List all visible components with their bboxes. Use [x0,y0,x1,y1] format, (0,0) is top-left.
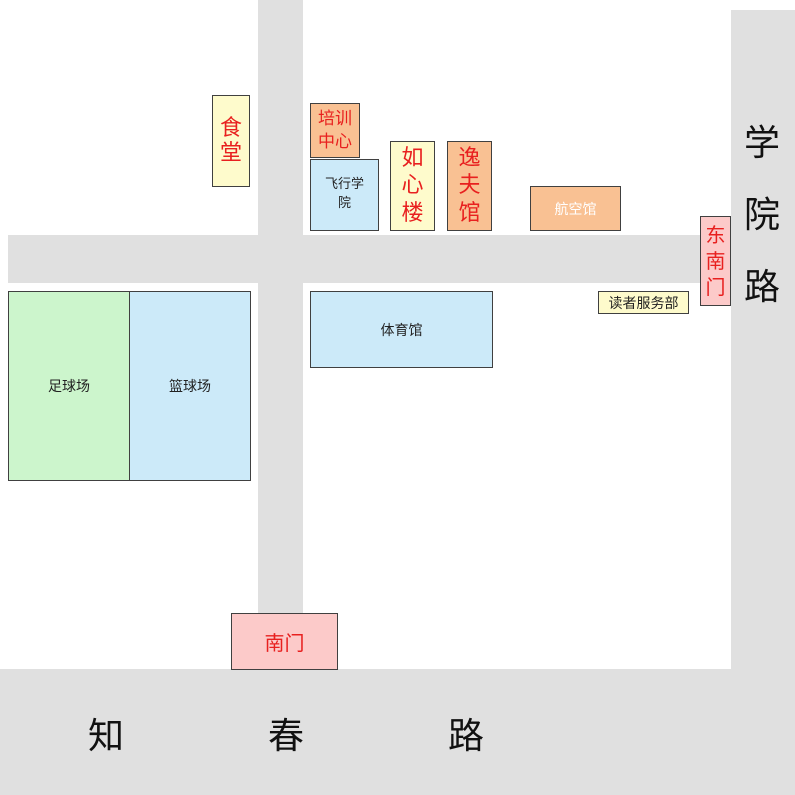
ruxin-building-label: 如 心 楼 [401,145,424,226]
canteen[interactable]: 食 堂 [212,95,250,187]
ruxin-building[interactable]: 如 心 楼 [390,141,435,231]
reader-services-label: 读者服务部 [608,295,679,312]
football-field-label: 足球场 [48,379,90,395]
yifu-hall[interactable]: 逸 夫 馆 [447,141,492,231]
southeast-gate[interactable]: 东 南 门 [700,216,731,306]
training-center[interactable]: 培训 中心 [310,103,360,158]
road-inner-vertical [258,0,303,669]
road-label-lu: 路 [447,716,484,757]
football-field[interactable]: 足球场 [8,291,130,481]
gymnasium[interactable]: 体育馆 [310,291,493,368]
road-xueyuan [731,10,795,669]
southeast-gate-label: 东 南 门 [705,223,726,299]
road-label-chun: 春 [267,716,304,757]
road-inner-horizontal [8,235,731,283]
basketball-court-label: 篮球场 [169,379,211,395]
flight-school-label: 飞行学 院 [324,177,364,211]
basketball-court[interactable]: 篮球场 [129,291,251,481]
training-center-label: 培训 中心 [318,109,352,152]
gymnasium-label: 体育馆 [380,322,423,339]
reader-services[interactable]: 读者服务部 [598,291,689,314]
yifu-hall-label: 逸 夫 馆 [458,145,481,226]
road-zhichun [0,669,795,795]
aviation-hall-label: 航空馆 [554,201,597,218]
south-gate[interactable]: 南门 [231,613,338,670]
road-label-xueyuan: 学 院 路 [743,123,780,308]
canteen-label: 食 堂 [219,115,242,166]
road-label-zhi: 知 [87,716,124,757]
flight-school[interactable]: 飞行学 院 [310,159,379,231]
south-gate-label: 南门 [264,631,305,655]
aviation-hall[interactable]: 航空馆 [530,186,621,231]
